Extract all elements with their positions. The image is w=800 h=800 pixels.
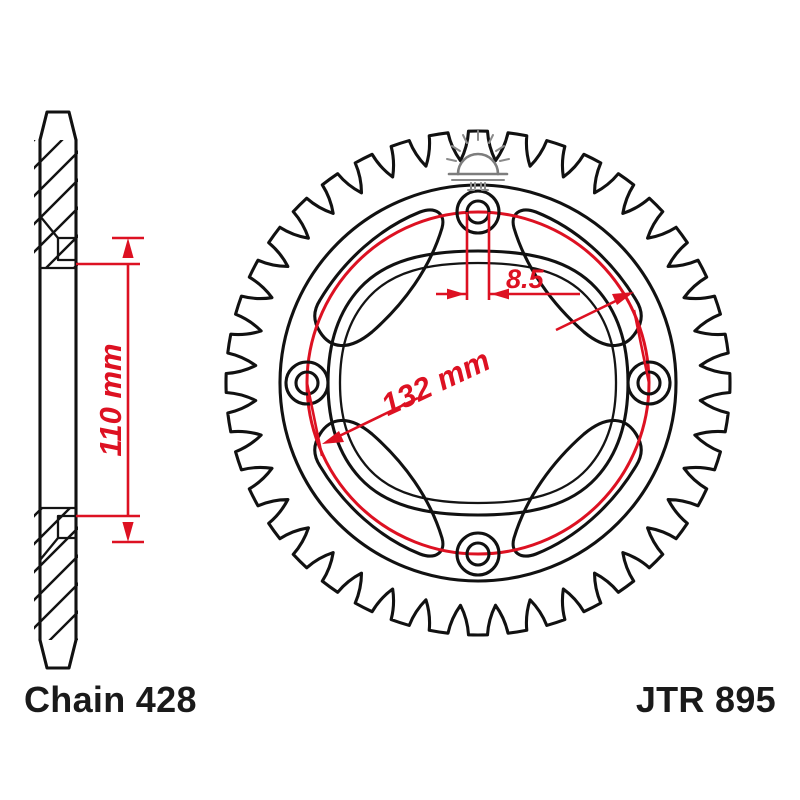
jt-sunburst-logo [446, 130, 510, 191]
centre-bore [326, 249, 630, 517]
dimension-132mm: 132 mm [305, 292, 651, 457]
bolt-holes [284, 189, 672, 577]
chain-caption: Chain 428 [24, 679, 197, 720]
dimension-110mm: 110 mm [76, 236, 144, 544]
dimension-132mm-label: 132 mm [376, 342, 495, 423]
sprocket-web-ring [278, 183, 678, 583]
dimension-8p5-label: 8.5 [506, 264, 545, 294]
profile-hub-step-top [38, 214, 78, 270]
profile-section-hatch-top [34, 140, 78, 268]
bolt-hole-right [626, 360, 672, 406]
bolt-hole-left [284, 360, 330, 406]
front-view: 8.5 132 mm [224, 129, 732, 637]
profile-section-hatch-bottom [34, 508, 78, 640]
lightening-slots [313, 208, 643, 558]
dimension-132mm-text-group: 132 mm [376, 342, 495, 423]
profile-hub-step-bottom [38, 506, 78, 562]
captions: Chain 428 JTR 895 [24, 679, 776, 720]
centre-bore-inner-ring [338, 261, 618, 505]
slot-top-right [511, 208, 643, 348]
dimension-110mm-label: 110 mm [93, 343, 128, 456]
bolt-hole-bottom [455, 531, 501, 577]
slot-bottom-left [313, 418, 445, 558]
sprocket-teeth-ring [224, 129, 732, 637]
slot-top-left [313, 208, 445, 348]
product-code-caption: JTR 895 [636, 679, 776, 720]
slot-bottom-right [511, 418, 643, 558]
side-profile-view: 110 mm [34, 110, 144, 670]
dimension-8p5: 8.5 [436, 212, 580, 300]
profile-tooth-tip-top [38, 110, 78, 142]
profile-tooth-tip-bottom [38, 638, 78, 670]
